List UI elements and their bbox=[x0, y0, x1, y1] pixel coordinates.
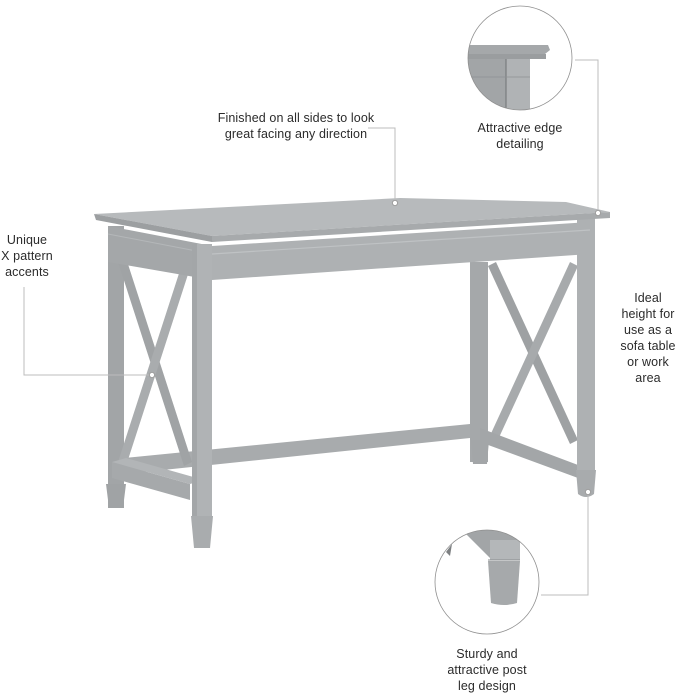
callout-edge-detailing: Attractive edge detailing bbox=[460, 120, 580, 152]
callout-line: Finished on all sides to look bbox=[217, 111, 375, 125]
edge-detail-zoom-circle bbox=[467, 5, 573, 111]
callout-line: height for bbox=[621, 307, 675, 321]
callout-line: Attractive edge bbox=[477, 121, 563, 135]
callout-line: use as a bbox=[623, 323, 673, 337]
callout-x-pattern: Unique X pattern accents bbox=[0, 232, 58, 280]
callout-line: area bbox=[635, 371, 661, 385]
leader-lines bbox=[23, 59, 602, 596]
desk bbox=[94, 198, 610, 548]
callout-line: attractive post bbox=[447, 663, 527, 677]
callout-finished-sides: Finished on all sides to look great faci… bbox=[196, 110, 396, 142]
callout-line: leg design bbox=[458, 679, 516, 693]
callout-line: detailing bbox=[496, 137, 544, 151]
callout-line: accents bbox=[5, 265, 49, 279]
callout-line: or work bbox=[627, 355, 669, 369]
callout-line: sofa table bbox=[620, 339, 676, 353]
callout-line: Ideal bbox=[634, 291, 662, 305]
callout-line: great facing any direction bbox=[224, 127, 368, 141]
callout-ideal-height: Ideal height for use as a sofa table or … bbox=[612, 290, 679, 386]
callout-line: Sturdy and bbox=[456, 647, 518, 661]
callout-line: Unique bbox=[6, 233, 48, 247]
leg-detail-zoom-circle bbox=[434, 529, 540, 635]
callout-line: X pattern bbox=[1, 249, 53, 263]
callout-post-leg: Sturdy and attractive post leg design bbox=[432, 646, 542, 694]
